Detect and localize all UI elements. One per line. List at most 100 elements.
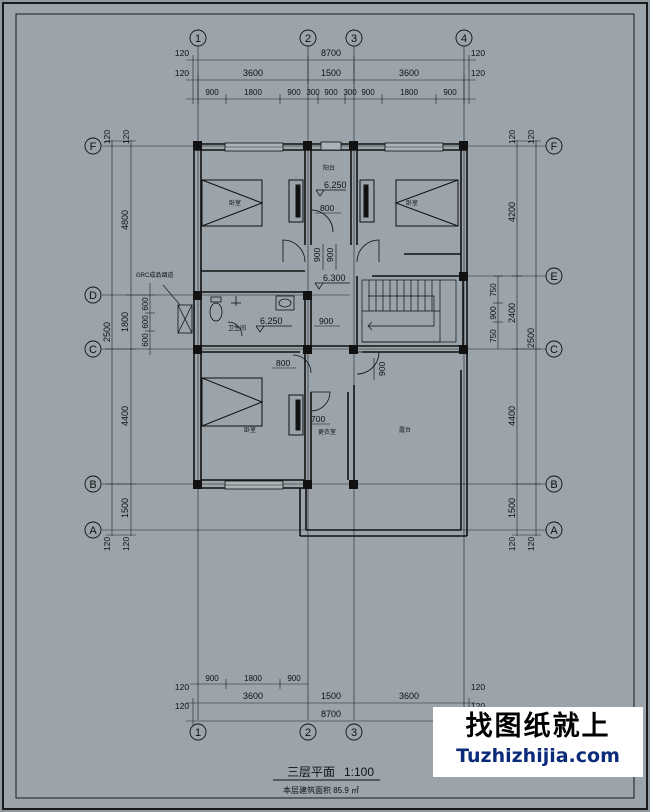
drawing-scale: 1:100 [344,765,374,779]
watermark-chinese: 找图纸就上 [465,711,611,742]
dim-right-outer-3: 4400 [507,406,517,426]
dim-right-edge-top-2: 120 [526,130,536,144]
dim-bottom-bay-3: 3600 [399,691,419,701]
dim-left-inner-2: 600 [141,333,150,347]
axis-bubbles-right: F E C B A [545,137,563,539]
left-dimension-lines [106,140,155,536]
door-dim-5: 800 [276,358,290,368]
door-dim-labels: 800 900 900 900 800 900 700 [276,203,387,424]
axis-4-top: 4 [461,33,467,45]
room-bath: 卫生间 [228,324,246,332]
dim-top-detail-5: 900 [324,88,338,97]
dim-left-inner-3: 600 [141,315,150,329]
door-dim-7: 700 [311,414,325,424]
axis-F-left: F [90,141,97,153]
right-dimension-lines [493,140,541,536]
dim-top-detail-8: 1800 [400,88,418,97]
inner-border [15,13,635,799]
dim-right-inner-4: 2400 [507,303,517,323]
top-dimension-lines [186,55,476,104]
dim-left-edge-top-2: 120 [121,130,131,144]
level-markers [255,189,350,333]
dim-top-detail-1: 900 [205,88,219,97]
drawing-title: 三层平面 [287,765,335,779]
columns [193,141,468,489]
bottom-dimension-text: 900 1800 900 120 120 3600 1500 3600 120 … [175,674,485,719]
dim-bottom-detail-3: 900 [287,674,301,683]
room-bed-ne: 卧室 [406,199,418,207]
dim-top-edge-right: 120 [471,48,485,58]
dim-top-detail-3: 900 [287,88,301,97]
bathroom-fixtures [177,295,295,334]
dim-bottom-edge-left-2: 120 [175,701,189,711]
dim-left-edge-bottom-2: 120 [121,537,131,551]
dim-top-edge-left: 120 [175,48,189,58]
dim-left-outer-2: 2500 [102,322,112,342]
dim-left-inner-4: 600 [141,297,150,311]
axis-bubbles-top: 1 2 3 4 [189,29,473,47]
axis-E-right: E [550,271,557,283]
dim-top-detail-4: 300 [306,88,320,97]
window-lines [225,146,443,486]
dim-bottom-bay-1: 3600 [243,691,263,701]
doors [227,209,380,412]
dim-right-edge-top: 120 [507,130,517,144]
pipe-shaft-label: GRC成品烟道 [136,271,173,279]
axis-1-bottom: 1 [195,727,201,739]
dim-right-inner-2: 900 [489,306,498,320]
dim-bottom-detail-1: 900 [205,674,219,683]
level-bath: 6.250 [260,316,283,326]
watermark-url: Tuzhizhijia.com [456,745,620,767]
level-corridor: 6.250 [324,180,347,190]
axis-F-right: F [551,141,558,153]
door-dim-6: 900 [377,362,387,376]
watermark-box: 找图纸就上 Tuzhizhijia.com [433,707,643,777]
dim-top-bay-3: 3600 [399,68,419,78]
axis-C-right: C [550,344,558,356]
dim-right-edge-bottom: 120 [507,537,517,551]
dim-top-detail-9: 900 [443,88,457,97]
axis-3-top: 3 [351,33,357,45]
door-dim-3: 900 [325,248,335,262]
dim-top-detail-6: 300 [343,88,357,97]
level-stair: 6.300 [323,273,346,283]
dim-left-outer-4: 1500 [120,498,130,518]
dim-top-edge-right-2: 120 [471,68,485,78]
dim-bottom-edge-right-2: 120 [471,701,485,711]
door-dim-2: 900 [312,248,322,262]
dim-right-outer-1: 4200 [507,202,517,222]
axis-3-bottom: 3 [351,727,357,739]
furniture-beds [201,179,459,436]
shaft-leader [162,284,181,306]
axis-2-top: 2 [305,33,311,45]
dim-top-detail-7: 900 [361,88,375,97]
dim-right-edge-bottom-2: 120 [526,537,536,551]
room-corridor: 阳台 [323,164,335,172]
dim-left-outer-3: 4400 [120,406,130,426]
drawing-area-note: 本层建筑面积 85.9 ㎡ [283,785,359,795]
right-dimension-text: 120 120 4200 750 900 750 2400 2500 4400 … [489,130,536,551]
dim-top-edge-left-2: 120 [175,68,189,78]
room-terrace: 露台 [399,426,411,434]
axis-C-left: C [89,344,97,356]
dim-left-inner-1: 1800 [120,312,130,332]
axis-A-left: A [89,525,97,537]
top-dimension-text: 120 120 8700 120 120 3600 1500 3600 900 … [175,48,485,97]
door-dim-4: 900 [319,316,333,326]
dim-left-outer-1: 4800 [120,210,130,230]
dim-right-outer-4: 1500 [507,498,517,518]
dim-top-detail-2: 1800 [244,88,262,97]
dim-right-inner-1: 750 [489,283,498,297]
axis-B-right: B [550,479,557,491]
dim-right-inner-3: 750 [489,329,498,343]
door-dim-lines [272,212,375,425]
room-bed-nw: 卧室 [229,199,241,207]
dim-bottom-overall: 8700 [321,709,341,719]
stairs [361,279,457,343]
dim-right-outer-2: 2500 [526,328,536,348]
axis-bubbles-left: F D C B A [84,137,102,539]
axis-1-top: 1 [195,33,201,45]
room-labels: 卧室 卧室 阳台 卫生间 卧室 更衣室 露台 GRC成品烟道 [136,164,418,436]
